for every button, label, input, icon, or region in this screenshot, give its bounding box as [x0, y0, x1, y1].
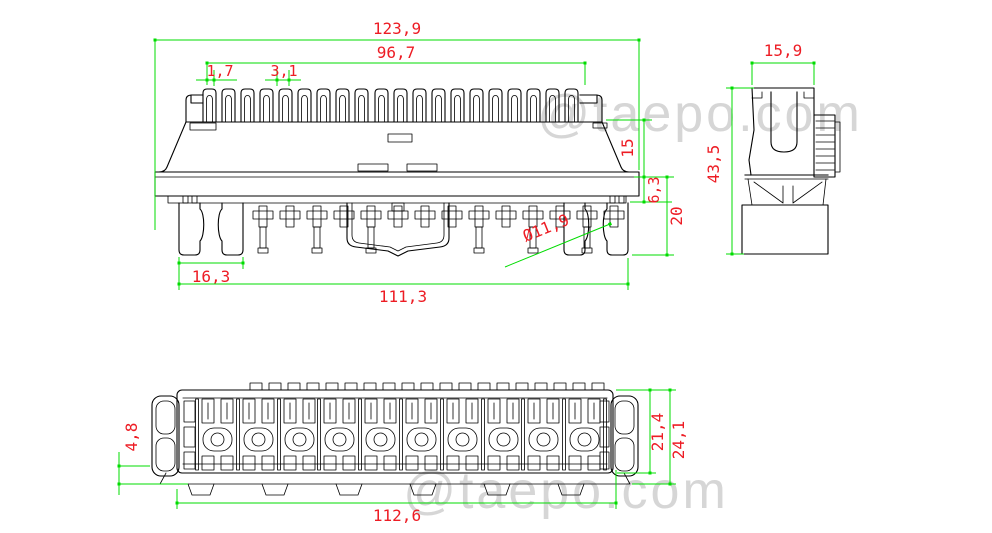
plan-view-dimensions: 4,8 21,4 24,1 112,6	[117, 388, 688, 525]
dim-label: 4,8	[122, 423, 141, 452]
plan-left-ear	[151, 395, 180, 477]
plan-top-tabs	[249, 382, 605, 391]
watermark-bottom: @taepo.com	[403, 462, 729, 520]
dim-label: 24,1	[669, 421, 688, 460]
side-view	[741, 87, 841, 255]
dim-rim-offset: 4,8	[117, 423, 188, 495]
mounting-legs	[178, 202, 629, 256]
dim-label: 112,6	[373, 506, 421, 525]
dim-overall-depth: 24,1	[632, 388, 688, 486]
dim-side-height: 43,5	[704, 86, 754, 256]
contact-hooks	[252, 205, 625, 254]
dim-label: 21,4	[648, 413, 667, 452]
dim-label: 16,3	[192, 267, 231, 286]
dim-label: 15	[618, 138, 637, 157]
dim-flange-height: 6,3	[630, 175, 672, 204]
dim-label: 1,7	[206, 62, 233, 80]
side-view-dimensions: 15,9 43,5	[704, 41, 816, 256]
dim-label: 111,3	[379, 287, 427, 306]
dim-label: 20	[667, 206, 686, 225]
side-rib-stack	[813, 114, 841, 178]
dim-label: 96,7	[377, 43, 416, 62]
plan-contact-columns	[195, 398, 607, 471]
dim-base-length: 112,6	[175, 470, 618, 525]
dim-feet-span: 111,3	[177, 257, 630, 306]
dim-contact-pitch: 3,1	[265, 62, 301, 86]
dim-body-depth: 21,4	[616, 388, 676, 475]
dim-label: 15,9	[764, 41, 803, 60]
plan-right-ear	[610, 395, 639, 477]
dim-label: 123,9	[373, 19, 421, 38]
dim-slot-width: 1,7	[196, 62, 237, 86]
dim-leg-height: 20	[632, 175, 686, 257]
dim-contact-span: 96,7	[205, 43, 587, 85]
front-view	[154, 88, 640, 257]
dim-label: 3,1	[270, 62, 297, 80]
contact-comb	[202, 88, 579, 123]
plan-view	[151, 382, 639, 496]
dim-label: 43,5	[704, 145, 723, 184]
center-bracket	[346, 202, 450, 257]
dim-side-width: 15,9	[750, 41, 816, 85]
dim-leg-span: 16,3	[177, 257, 245, 286]
dim-overall-width: 123,9	[153, 19, 641, 230]
dim-label: 6,3	[645, 176, 663, 203]
watermark-text: @taepo.com	[403, 462, 729, 520]
front-view-dimensions: 123,9 96,7 1,7 3,1 15	[153, 19, 686, 306]
